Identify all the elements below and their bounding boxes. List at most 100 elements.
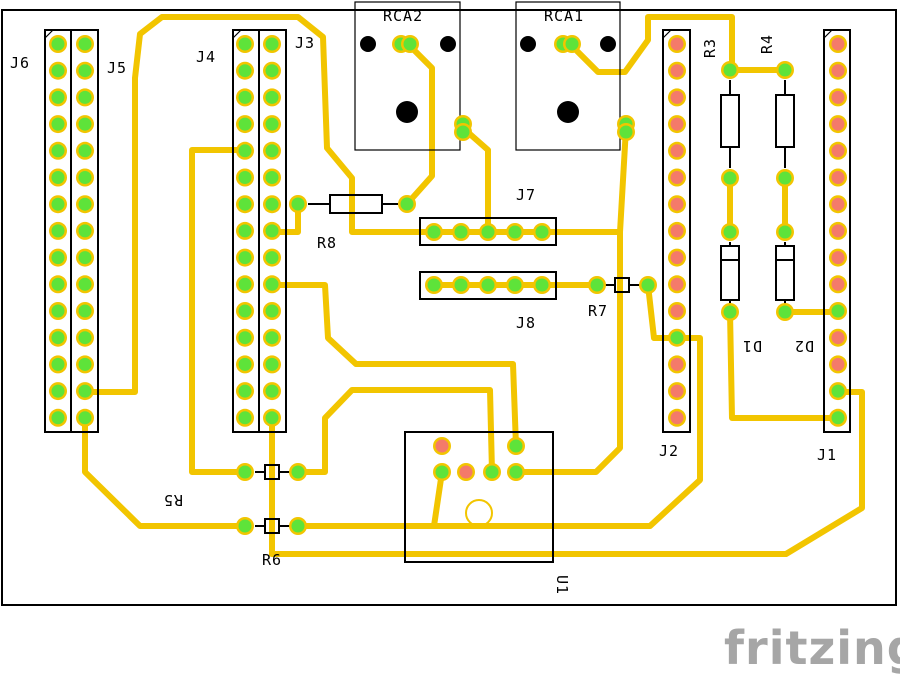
pad-center [831, 277, 845, 291]
pad-center [670, 90, 684, 104]
pad-center [78, 357, 92, 371]
pad-center [238, 37, 252, 51]
pad-center [78, 171, 92, 184]
pad-center [456, 125, 470, 139]
pad-center [778, 171, 792, 185]
pad-center [51, 411, 65, 425]
rca1-outline [515, 1, 621, 151]
u1-pin1-marker [465, 499, 493, 527]
pad-center [831, 64, 845, 78]
pad-center [238, 357, 252, 371]
label-j6: J6 [10, 54, 30, 72]
pad-center [265, 357, 279, 371]
pad-center [831, 331, 845, 345]
pad-center [78, 251, 92, 265]
pad-center [723, 225, 737, 239]
rca1-hole [557, 101, 579, 123]
pad-center [481, 225, 495, 239]
board-outline [1, 9, 897, 606]
label-rca1: RCA1 [544, 7, 584, 25]
trace [431, 469, 445, 529]
pad-center [51, 304, 65, 318]
pad-center [238, 384, 252, 398]
trace [189, 147, 248, 475]
label-r5: R5 [163, 491, 183, 509]
rca2-hole [360, 36, 376, 52]
pad-center [78, 384, 92, 398]
pad-center [238, 519, 252, 533]
rca2-hole [396, 101, 418, 123]
pad-center [238, 224, 252, 238]
label-j5: J5 [107, 59, 127, 77]
pad-center [238, 465, 252, 479]
pad-center [435, 465, 449, 479]
pad-center [265, 224, 279, 238]
pad-center [670, 357, 684, 371]
pad-center [51, 37, 65, 51]
pad-center [291, 519, 305, 533]
mounting-holes [360, 36, 616, 527]
pad-center [78, 331, 92, 345]
pad-center [51, 384, 65, 398]
pad-center [670, 171, 684, 184]
pad-center [778, 305, 792, 319]
pad-center [427, 225, 441, 239]
pad-center [265, 331, 279, 345]
label-r8: R8 [317, 234, 337, 252]
labels: J6 J5 J4 J3 RCA2 RCA1 R3 R4 J7 R8 J8 R7 … [10, 7, 836, 595]
pad-center [238, 304, 252, 318]
u1-outline [404, 431, 554, 563]
pad-center [265, 251, 279, 265]
pad-center [265, 384, 279, 398]
pad-center [265, 117, 279, 131]
pad-center [723, 305, 737, 319]
header-j2 [662, 29, 691, 433]
pad-center [51, 251, 65, 265]
pad-center [51, 144, 65, 158]
pad-center [831, 37, 845, 51]
label-r4: R4 [758, 34, 776, 54]
pad-center [485, 465, 499, 479]
pad-center [831, 171, 845, 184]
pad-center [535, 278, 549, 292]
pad-center [508, 225, 522, 239]
pad-center [78, 304, 92, 318]
pad-center [238, 171, 252, 184]
pad-center [265, 277, 279, 291]
pad-center [78, 37, 92, 51]
label-d1: D1 [742, 337, 762, 355]
pad-center [619, 125, 633, 139]
trace [269, 282, 519, 449]
pad-center [670, 144, 684, 158]
pad-center [265, 411, 279, 425]
trace [82, 415, 248, 529]
pad-center [238, 144, 252, 158]
pad-center [670, 251, 684, 265]
label-u1: U1 [553, 575, 571, 595]
pad-center [435, 439, 449, 453]
pad-center [51, 197, 65, 211]
pad-center [51, 64, 65, 78]
pad-center [265, 37, 279, 51]
pad-center [778, 63, 792, 77]
label-j8: J8 [516, 314, 536, 332]
pad-center [291, 197, 305, 211]
header-j1 [823, 29, 851, 433]
pad-center [831, 411, 845, 425]
pad-center [403, 37, 417, 51]
pad-center [831, 357, 845, 371]
header-j8 [419, 271, 557, 300]
pad-center [670, 37, 684, 51]
pad-center [291, 465, 305, 479]
pad-center [831, 144, 845, 158]
pad-center [509, 439, 523, 453]
pad-center [400, 197, 414, 211]
pad-center [238, 277, 252, 291]
pad-center [670, 331, 684, 345]
pad-center [238, 64, 252, 78]
pad-center [238, 251, 252, 265]
pad-center [78, 144, 92, 158]
pad-center [831, 224, 845, 238]
pad-center [670, 384, 684, 398]
